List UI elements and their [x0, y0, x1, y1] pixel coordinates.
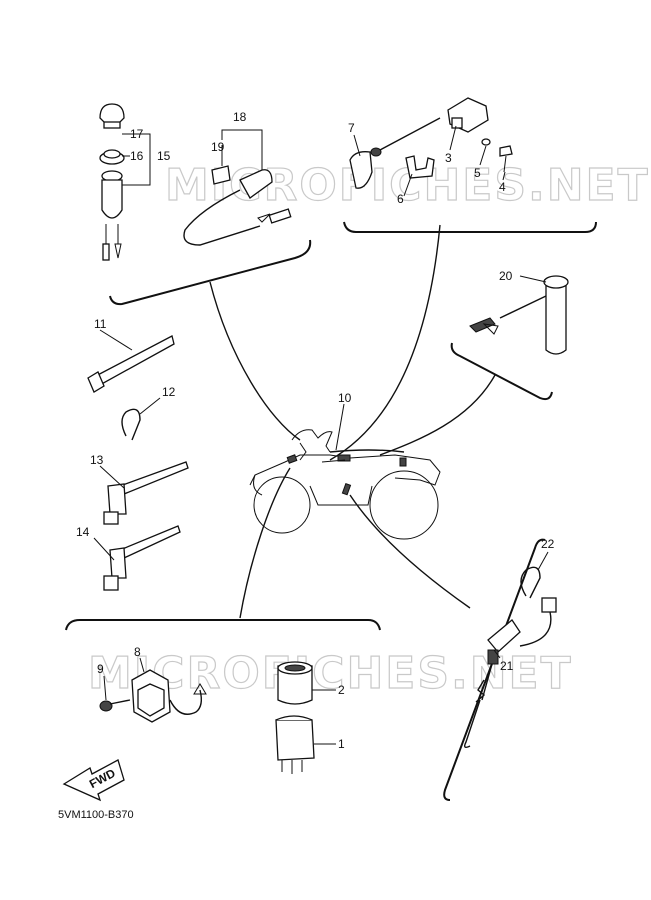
- leader-right: [379, 374, 496, 456]
- leader-bottom-right: [349, 494, 471, 609]
- clamp-12: [121, 408, 141, 441]
- cable-tie-14: [103, 525, 181, 591]
- callout-2: 2: [338, 683, 345, 697]
- callout-18: 18: [233, 110, 247, 124]
- callout-16: 16: [130, 149, 144, 163]
- leader-6: [403, 173, 413, 197]
- leader-8: [139, 657, 145, 673]
- callout-14: 14: [76, 525, 90, 539]
- diagram-code: 5VM1100-B370: [58, 809, 134, 821]
- leader-14: [93, 537, 115, 561]
- panel-bottom: [65, 619, 381, 631]
- bracket-18: [221, 129, 263, 170]
- callout-20: 20: [499, 269, 513, 283]
- callout-13: 13: [90, 453, 104, 467]
- leader-20: [519, 275, 547, 283]
- main-switch-assembly: [99, 103, 125, 261]
- leader-5: [479, 145, 487, 166]
- fwd-arrow-icon: FWD: [62, 759, 125, 802]
- callout-17: 17: [130, 127, 144, 141]
- leader-13: [99, 465, 125, 489]
- callout-10: 10: [338, 391, 352, 405]
- leader-9: [103, 675, 107, 701]
- switch-21: [463, 597, 557, 749]
- leader-12: [139, 397, 161, 415]
- callout-5: 5: [474, 166, 481, 180]
- clamp-22: [520, 566, 541, 599]
- callout-6: 6: [397, 192, 404, 206]
- relay-8: [131, 669, 207, 723]
- callout-4: 4: [499, 180, 506, 194]
- spark-plug-cap-lead: [183, 165, 292, 246]
- callout-21: 21: [500, 659, 514, 673]
- callout-15: 15: [157, 149, 171, 163]
- panel-top-left: [109, 239, 312, 306]
- relay-1: [275, 715, 315, 774]
- callout-12: 12: [162, 385, 176, 399]
- leader-3: [449, 125, 457, 151]
- panel-right: [450, 342, 553, 401]
- leader-4: [502, 171, 506, 181]
- throttle-switch-assembly: [349, 97, 513, 189]
- cable-tie-13: [103, 461, 189, 525]
- callout-22: 22: [541, 537, 555, 551]
- leader-11: [99, 329, 133, 351]
- leader-10: [335, 403, 345, 451]
- sensor-20: [469, 275, 569, 355]
- bracket-15-17: [122, 133, 151, 186]
- callout-19: 19: [211, 140, 225, 154]
- leader-top-left: [209, 281, 301, 441]
- leader-21: [493, 649, 501, 659]
- leader-22: [537, 551, 549, 571]
- callout-1: 1: [338, 737, 345, 751]
- panel-top-right: [343, 221, 597, 233]
- atv-silhouette: [249, 429, 441, 540]
- cover-2: [277, 661, 313, 705]
- callout-7: 7: [348, 121, 355, 135]
- callout-11: 11: [94, 317, 107, 331]
- callout-8: 8: [134, 645, 141, 659]
- leader-bottom: [239, 467, 291, 619]
- leader-7: [353, 134, 361, 157]
- band-11: [87, 335, 175, 393]
- callout-9: 9: [97, 662, 104, 676]
- leader-top-right: [329, 224, 441, 461]
- bolt-9: [99, 699, 131, 712]
- callout-3: 3: [445, 151, 452, 165]
